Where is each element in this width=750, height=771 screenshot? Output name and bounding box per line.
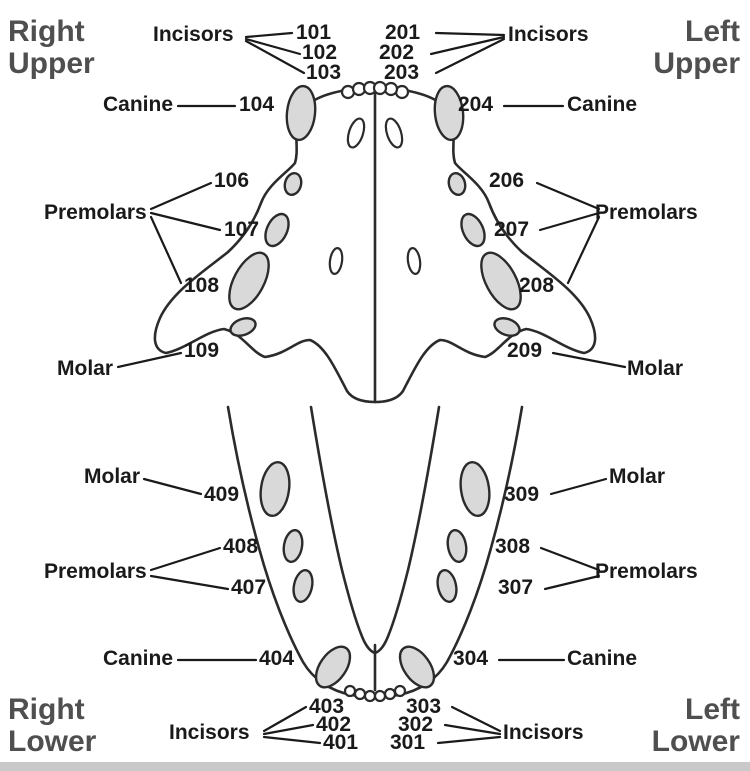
upper-right-premolars-label: Premolars xyxy=(44,201,147,224)
tooth-number-101: 101 xyxy=(296,21,332,44)
upper-left-premolars-label: Premolars xyxy=(595,201,698,224)
tooth-number-402: 402 xyxy=(316,713,352,736)
corner-left-lower-label: Left Lower xyxy=(651,693,740,758)
tooth-number-307: 307 xyxy=(498,576,534,599)
tooth-number-106: 106 xyxy=(214,169,250,192)
tooth-number-204: 204 xyxy=(458,93,494,116)
tooth-number-401: 401 xyxy=(323,731,359,754)
lower-left-premolars-label: Premolars xyxy=(595,560,698,583)
tooth-number-209: 209 xyxy=(507,339,543,362)
tooth-number-202: 202 xyxy=(379,41,415,64)
tooth-number-103: 103 xyxy=(306,61,342,84)
tooth-number-109: 109 xyxy=(184,339,220,362)
tooth-number-303: 303 xyxy=(406,695,442,718)
tooth-number-408: 408 xyxy=(223,535,259,558)
bottom-edge-strip xyxy=(0,762,750,771)
upper-left-canine-label: Canine xyxy=(567,93,638,116)
tooth-number-409: 409 xyxy=(204,483,240,506)
upper-right-incisors-label: Incisors xyxy=(153,23,234,46)
lower-right-incisors-label: Incisors xyxy=(169,721,250,744)
lower-left-incisors-label: Incisors xyxy=(503,721,584,744)
upper-left-molar-label: Molar xyxy=(627,357,684,380)
tooth-number-208: 208 xyxy=(519,274,555,297)
tooth-number-207: 207 xyxy=(494,218,530,241)
lower-right-molar-label: Molar xyxy=(84,465,141,488)
connector-lines xyxy=(116,31,627,745)
tooth-number-203: 203 xyxy=(384,61,420,84)
tooth-number-104: 104 xyxy=(239,93,275,116)
tooth-number-308: 308 xyxy=(495,535,531,558)
tooth-number-302: 302 xyxy=(398,713,434,736)
tooth-number-407: 407 xyxy=(231,576,267,599)
lower-left-canine-label: Canine xyxy=(567,647,638,670)
corner-left-upper-label: Left Upper xyxy=(653,15,740,80)
tooth-number-301: 301 xyxy=(390,731,426,754)
tooth-number-107: 107 xyxy=(224,218,260,241)
tooth-number-201: 201 xyxy=(385,21,421,44)
corner-right-upper-label: Right Upper xyxy=(8,15,95,80)
tooth-number-404: 404 xyxy=(259,647,295,670)
tooth-number-108: 108 xyxy=(184,274,220,297)
lower-right-canine-label: Canine xyxy=(103,647,174,670)
upper-right-canine-label: Canine xyxy=(103,93,174,116)
tooth-number-304: 304 xyxy=(453,647,489,670)
tooth-number-102: 102 xyxy=(302,41,338,64)
lower-left-molar-label: Molar xyxy=(609,465,666,488)
tooth-number-403: 403 xyxy=(309,695,345,718)
upper-left-incisors-label: Incisors xyxy=(508,23,589,46)
upper-right-molar-label: Molar xyxy=(57,357,114,380)
tooth-number-206: 206 xyxy=(489,169,525,192)
corner-right-lower-label: Right Lower xyxy=(8,693,97,758)
lower-right-premolars-label: Premolars xyxy=(44,560,147,583)
tooth-number-309: 309 xyxy=(504,483,540,506)
